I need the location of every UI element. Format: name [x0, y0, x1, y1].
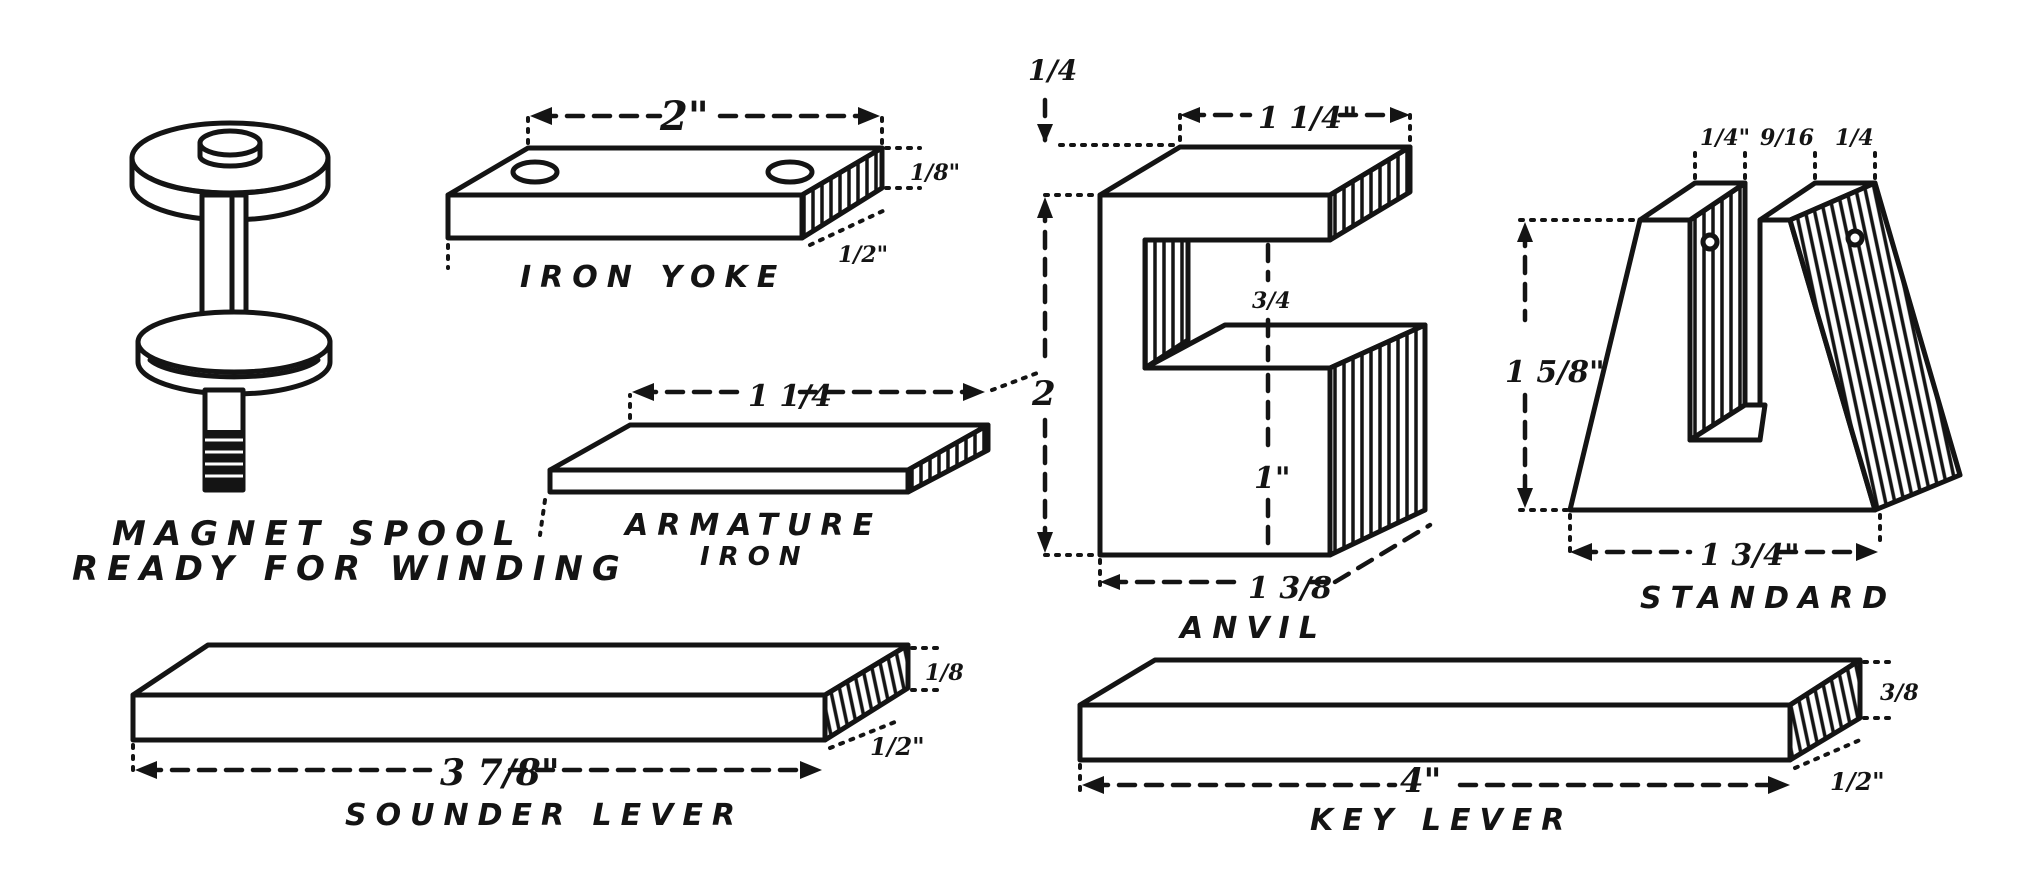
key-lever-label: KEY LEVER — [1310, 803, 1573, 838]
standard-slot-dim: 9/16 — [1760, 125, 1814, 151]
key-length-dim: 4" — [1400, 761, 1441, 801]
sounder-thickness-dim: 1/8 — [925, 660, 964, 686]
armature-iron: 1 1/4 ARMATURE IRON — [538, 370, 1042, 572]
anvil-lower-dim: 1" — [1254, 461, 1291, 496]
standard: 1/4" 9/16 1/4 1 5/8" 1 3/4" STANDARD — [1505, 125, 1963, 616]
anvil-height-dim: 2 — [1031, 374, 1056, 414]
anvil: 1 1/4" 1/4 2 3/4 1" 1 3/8 ANVIL — [1028, 54, 1433, 646]
magnet-spool-label-line2: READY FOR WINDING — [72, 549, 629, 589]
armature-label-line2: IRON — [700, 542, 810, 572]
standard-post-right-dim: 1/4 — [1835, 125, 1874, 151]
anvil-top-dim: 1 1/4" — [1258, 101, 1358, 136]
anvil-base-dim: 1 3/8 — [1248, 571, 1332, 606]
yoke-thickness-dim: 1/8" — [910, 160, 960, 186]
iron-yoke: 2" 1/8" 1/2" IRON YOKE — [445, 93, 960, 295]
armature-length-dim: 1 1/4 — [748, 379, 832, 414]
sounder-lever: 1/8 1/2" 3 7/8" SOUNDER LEVER — [130, 642, 964, 833]
sounder-width-dim: 1/2" — [870, 732, 925, 761]
key-width-dim: 1/2" — [1830, 767, 1885, 796]
standard-base-dim: 1 3/4" — [1700, 538, 1800, 573]
standard-post-left-dim: 1/4" — [1700, 125, 1750, 151]
armature-label-line1: ARMATURE — [623, 508, 882, 543]
yoke-width-dim: 1/2" — [838, 242, 888, 268]
sounder-length-dim: 3 7/8" — [440, 752, 560, 794]
anvil-label: ANVIL — [1178, 611, 1327, 646]
standard-label: STANDARD — [1640, 581, 1896, 616]
magnet-spool: MAGNET SPOOL READY FOR WINDING — [72, 120, 629, 589]
key-lever: 3/8 1/2" 4" KEY LEVER — [1077, 657, 1919, 838]
iron-yoke-label: IRON YOKE — [520, 260, 786, 295]
standard-height-dim: 1 5/8" — [1505, 355, 1605, 390]
magnet-spool-label-line1: MAGNET SPOOL — [112, 514, 524, 554]
yoke-length-dim: 2" — [659, 93, 709, 140]
key-thickness-dim: 3/8 — [1880, 680, 1919, 706]
anvil-offset-dim: 1/4 — [1028, 54, 1077, 87]
sounder-lever-label: SOUNDER LEVER — [345, 798, 744, 833]
anvil-gap-dim: 3/4 — [1252, 288, 1291, 314]
